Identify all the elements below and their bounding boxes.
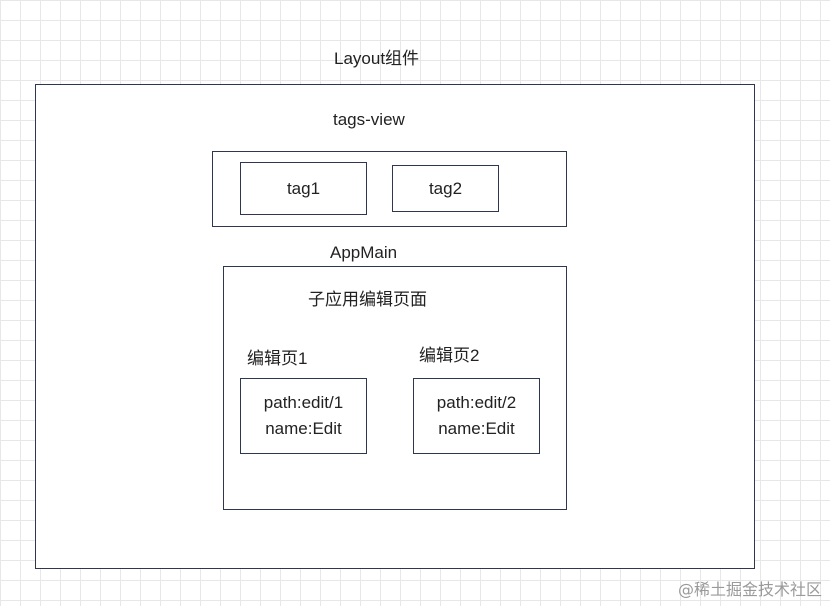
tag1-label: tag1 [286,178,321,198]
edit-page-2-box: path:edit/2 name:Edit [413,378,540,454]
tag2-box: tag2 [392,165,499,212]
edit-page-1-name: name:Edit [265,419,342,438]
edit-page-1-title: 编辑页1 [247,349,308,368]
edit-page-2-path: path:edit/2 [436,393,517,412]
tags-view-title: tags-view [333,110,405,129]
edit-page-1-box: path:edit/1 name:Edit [240,378,367,454]
tag2-label: tag2 [428,178,463,198]
edit-page-2-name: name:Edit [438,419,515,438]
edit-page-2-title: 编辑页2 [419,346,480,365]
layout-title: Layout组件 [334,49,420,68]
watermark: @稀土掘金技术社区 [677,580,822,599]
subapp-title: 子应用编辑页面 [308,290,427,309]
tag1-box: tag1 [240,162,367,215]
app-main-title: AppMain [330,243,398,262]
edit-page-1-path: path:edit/1 [263,393,344,412]
